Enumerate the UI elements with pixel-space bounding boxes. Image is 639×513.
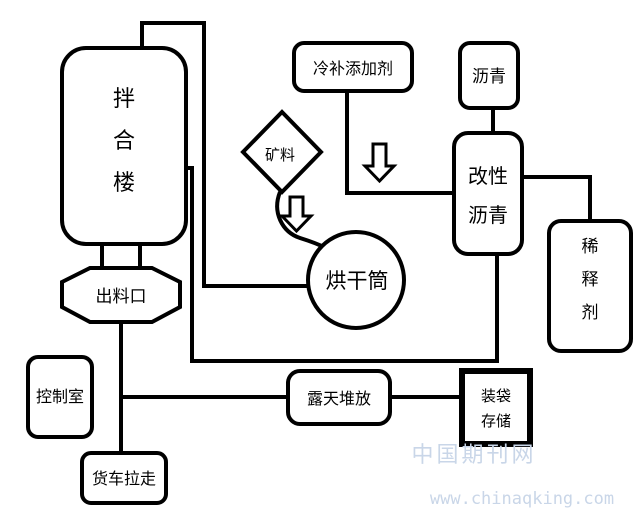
bagged-storage-box <box>459 368 533 447</box>
control-room-label: 控制室 <box>36 387 84 406</box>
cold-additive-label: 冷补添加剂 <box>313 59 393 78</box>
bagged-storage-label-1: 装袋 <box>481 387 511 405</box>
diluent-label-1: 稀 <box>582 237 599 257</box>
line-additive-to-modified <box>345 90 454 195</box>
asphalt-box <box>458 41 520 110</box>
line-tower-to-modified-asphalt <box>186 166 499 363</box>
control-room-box <box>26 355 94 439</box>
open-stockpile-label: 露天堆放 <box>307 389 371 408</box>
discharge-port-box <box>60 266 182 324</box>
modified-asphalt-label-1: 改性 <box>468 164 508 188</box>
down-arrow-icon <box>278 195 315 234</box>
open-stockpile-box <box>286 369 392 426</box>
diluent-label-3: 剂 <box>582 303 599 323</box>
watermark-url: www.chinaqking.com <box>430 489 614 509</box>
cold-additive-box <box>292 41 414 93</box>
discharge-port-label: 出料口 <box>96 287 147 307</box>
modified-asphalt-label-2: 沥青 <box>468 203 508 227</box>
bagged-storage-label-2: 存储 <box>481 412 511 430</box>
connector-lines <box>100 21 592 455</box>
diluent-label-2: 释 <box>582 270 599 290</box>
line-mineral-to-drum <box>275 191 327 250</box>
mineral-diamond <box>240 109 324 195</box>
diluent-box <box>547 219 633 353</box>
drying-drum-circle <box>306 230 406 330</box>
mixing-tower-label-3: 楼 <box>113 171 135 196</box>
line-modified-to-diluent <box>520 175 592 221</box>
modified-asphalt-box <box>452 131 524 256</box>
down-arrow-icon <box>361 142 398 184</box>
asphalt-label: 沥青 <box>472 67 506 87</box>
mineral-label: 矿料 <box>265 146 295 164</box>
drying-drum-label: 烘干筒 <box>326 269 389 293</box>
watermark-cn: 中国期刊网 <box>411 443 536 468</box>
truck-haul-label: 货车拉走 <box>92 469 156 488</box>
mixing-tower-label-1: 拌 <box>113 87 135 112</box>
truck-haul-box <box>80 451 168 505</box>
mixing-tower-label-2: 合 <box>113 129 135 154</box>
mixing-tower-box <box>60 46 188 246</box>
line-tower-to-drum <box>140 21 308 288</box>
flow-arrows <box>278 142 398 234</box>
